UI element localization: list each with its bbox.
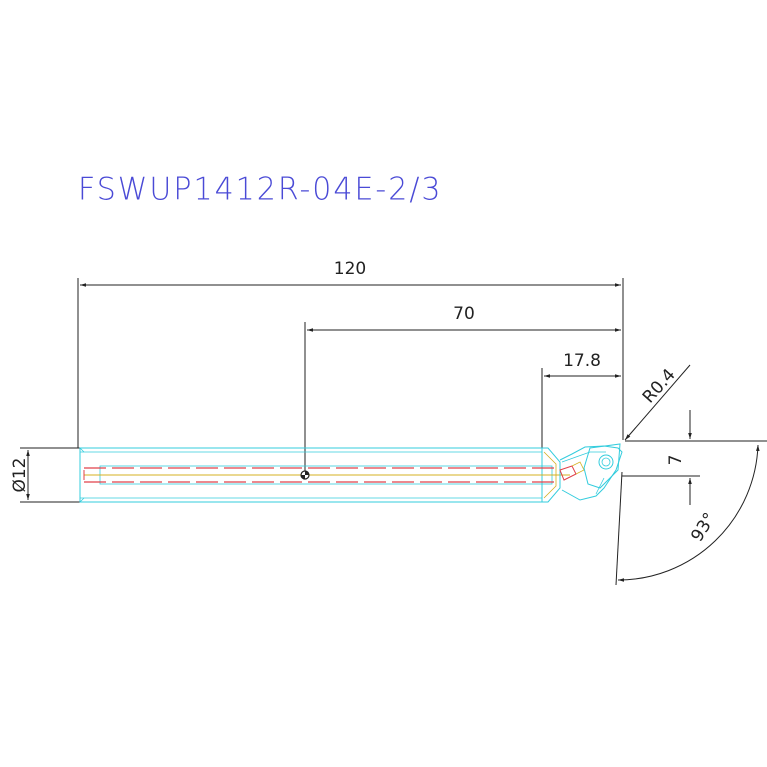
part-number-title: FSWUP1412R-04E-2/3 bbox=[78, 171, 443, 208]
dimension-offset: 7 bbox=[622, 410, 767, 505]
offset-label: 7 bbox=[666, 455, 686, 466]
overall-length-label: 120 bbox=[334, 259, 366, 279]
approach-angle-label: 93° bbox=[687, 509, 720, 545]
dimension-shank-diameter: Ø12 bbox=[10, 447, 80, 503]
gauge-point-marker bbox=[300, 470, 310, 480]
nose-radius-label: R0.4 bbox=[639, 365, 680, 407]
shank-diameter-label: Ø12 bbox=[10, 457, 30, 492]
coolant-channel bbox=[83, 467, 570, 483]
gauge-length-label: 70 bbox=[453, 304, 475, 324]
head-length-label: 17.8 bbox=[563, 351, 601, 371]
dimension-gauge-length: 70 bbox=[304, 304, 621, 475]
dimension-head-length: 17.8 bbox=[541, 351, 621, 448]
dimension-nose-radius: R0.4 bbox=[624, 364, 691, 441]
dimension-approach-angle: 93° bbox=[615, 444, 760, 586]
tool-head bbox=[542, 445, 623, 503]
cutting-insert bbox=[583, 443, 621, 495]
dimension-overall-length: 120 bbox=[77, 259, 624, 448]
